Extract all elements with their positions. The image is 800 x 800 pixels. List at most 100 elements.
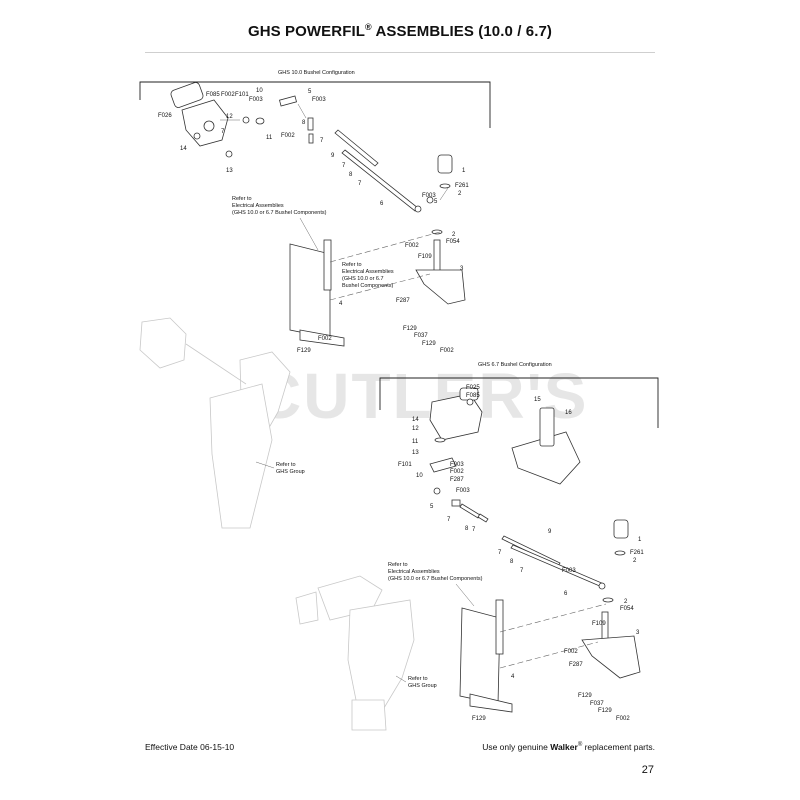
pin-f003: [307, 117, 314, 131]
svg-text:F003: F003: [312, 97, 326, 103]
watermark: CUTLER'S: [255, 360, 588, 432]
door-post: [323, 239, 332, 291]
svg-text:1: 1: [462, 168, 466, 174]
svg-text:F002: F002: [281, 133, 295, 139]
svg-text:F002: F002: [318, 336, 332, 342]
svg-text:7: 7: [221, 129, 225, 135]
config-10-caption: GHS 10.0 Bushel Configuration: [278, 70, 355, 76]
svg-text:14: 14: [412, 417, 419, 423]
svg-text:F002: F002: [564, 649, 578, 655]
page-number: 27: [641, 764, 654, 776]
svg-text:F003: F003: [249, 97, 263, 103]
ref-electrical-10-b: Refer to Electrical Assemblies (GHS 10.0…: [342, 262, 394, 289]
config-10-group: GHS 10.0 Bushel Configuration: [139, 70, 491, 529]
svg-text:Refer to: Refer to: [388, 562, 408, 568]
spring-7: [308, 133, 314, 144]
nut-f003: [426, 196, 434, 204]
svg-text:F101: F101: [398, 462, 412, 468]
svg-text:F002: F002: [405, 243, 419, 249]
door-panel-4-67: [459, 607, 501, 705]
svg-text:8: 8: [302, 120, 306, 126]
clevis-10: [279, 95, 297, 107]
rod-6-67: [510, 544, 605, 588]
svg-text:(GHS 10.0 or 6.7 Bushel Compon: (GHS 10.0 or 6.7 Bushel Components): [388, 576, 483, 582]
svg-text:F003: F003: [450, 462, 464, 468]
pin-f109: [433, 239, 441, 275]
svg-text:5: 5: [308, 89, 312, 95]
plate-15: [539, 407, 555, 447]
svg-text:7: 7: [498, 550, 502, 556]
door-post-67: [495, 599, 504, 655]
config-10-bracket: [139, 81, 491, 128]
svg-text:F129: F129: [403, 326, 417, 332]
svg-text:(GHS 10.0 or 6.7 Bushel Compon: (GHS 10.0 or 6.7 Bushel Components): [232, 210, 327, 216]
svg-text:F002: F002: [450, 469, 464, 475]
actuator-motor-10: [170, 82, 229, 147]
svg-text:14: 14: [180, 146, 187, 152]
ref-ghs-67-a: Refer to GHS Group: [395, 675, 437, 689]
svg-text:F002: F002: [440, 348, 454, 354]
washer-2b: [431, 229, 443, 235]
svg-text:F003: F003: [422, 193, 436, 199]
svg-text:7: 7: [447, 517, 451, 523]
svg-text:F129: F129: [472, 716, 486, 722]
bracket-3: [415, 269, 466, 305]
washer-13: [225, 150, 233, 158]
svg-text:7: 7: [342, 163, 346, 169]
svg-text:F085: F085: [466, 393, 480, 399]
ref-electrical-10-a: Refer to Electrical Assemblies (GHS 10.0…: [232, 196, 327, 251]
svg-text:Refer to: Refer to: [342, 262, 362, 268]
svg-text:15: 15: [534, 397, 541, 403]
title-divider: [145, 52, 655, 53]
svg-text:16: 16: [565, 410, 572, 416]
ghs-ghost-67: [295, 575, 415, 731]
pin-f003-67: [433, 487, 441, 495]
config-67-group: GHS 6.7 Bushel Configuration: [295, 362, 659, 731]
svg-text:Bushel Components): Bushel Components): [342, 283, 394, 289]
svg-text:2: 2: [458, 191, 462, 197]
svg-text:7: 7: [358, 181, 362, 187]
footer-note: Use only genuine Walker® replacement par…: [482, 742, 655, 752]
ref-electrical-67: Refer to Electrical Assemblies (GHS 10.0…: [388, 562, 483, 607]
svg-text:F025: F025: [466, 385, 480, 391]
ghs-ghost-10: [139, 317, 291, 529]
washer-2b-67: [602, 597, 614, 603]
svg-text:Refer to: Refer to: [408, 676, 428, 682]
svg-text:5: 5: [434, 199, 438, 205]
svg-text:GHS Group: GHS Group: [276, 469, 305, 475]
spring-7-67: [451, 499, 461, 507]
svg-text:GHS Group: GHS Group: [408, 683, 437, 689]
config-67-bracket: [379, 377, 659, 428]
svg-text:13: 13: [412, 450, 419, 456]
svg-text:F261: F261: [630, 550, 644, 556]
page-title: GHS POWERFIL® ASSEMBLIES (10.0 / 6.7): [247, 22, 552, 40]
rod-6: [341, 149, 419, 212]
rod-end-67: [598, 582, 606, 590]
svg-text:F054: F054: [446, 239, 460, 245]
svg-text:F037: F037: [590, 701, 604, 707]
svg-text:6: 6: [564, 591, 568, 597]
svg-text:13: 13: [226, 168, 233, 174]
plate-16: [511, 431, 581, 485]
nut-7-67: [477, 513, 489, 523]
svg-text:F109: F109: [592, 621, 606, 627]
svg-text:2: 2: [452, 232, 456, 238]
svg-text:F003: F003: [456, 488, 470, 494]
svg-text:F129: F129: [297, 348, 311, 354]
svg-text:F287: F287: [450, 477, 464, 483]
svg-text:F085: F085: [206, 92, 220, 98]
door-base-67: [469, 693, 513, 713]
svg-text:F002: F002: [616, 716, 630, 722]
svg-text:1: 1: [638, 537, 642, 543]
washer-12: [242, 116, 250, 124]
washer-2: [439, 183, 451, 189]
callouts-67: F025 F085 14 12 11 13 15 16 F101 F003 F0…: [398, 385, 644, 722]
svg-text:6: 6: [380, 201, 384, 207]
svg-text:9: 9: [331, 153, 335, 159]
svg-text:Electrical Assemblies: Electrical Assemblies: [232, 203, 284, 209]
svg-text:F101: F101: [235, 92, 249, 98]
svg-text:F002: F002: [221, 92, 235, 98]
actuator-motor-67: [429, 387, 483, 441]
svg-text:Refer to: Refer to: [276, 462, 296, 468]
